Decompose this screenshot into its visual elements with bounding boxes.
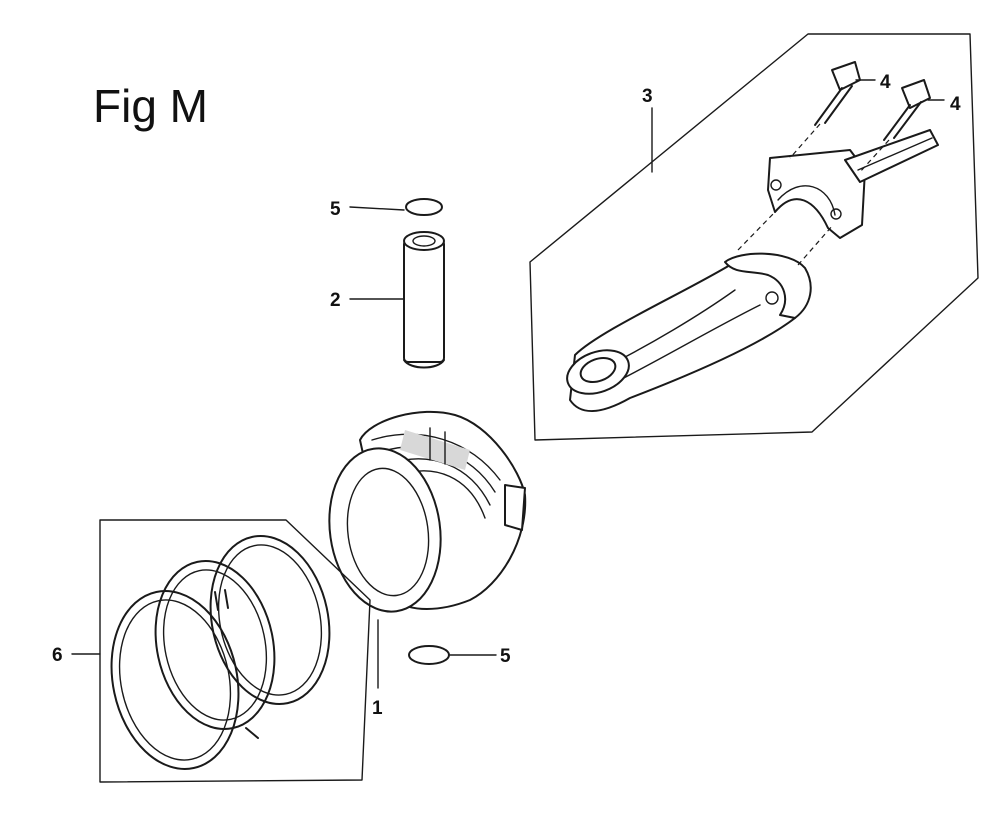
- callout-piston-pin: 2: [330, 290, 341, 311]
- piston-rings-drawing: [110, 534, 331, 770]
- pin-clip-bottom-drawing: [408, 645, 450, 665]
- leader-pin-clip-top: [349, 206, 405, 211]
- callout-pin-clip-bottom: 5: [500, 646, 511, 667]
- callout-piston: 1: [372, 698, 383, 719]
- connecting-rod-group-frame: [529, 33, 979, 441]
- callout-pin-clip-top: 5: [330, 199, 341, 220]
- piston-drawing: [328, 410, 527, 613]
- callout-connecting-rod: 3: [642, 86, 653, 107]
- callout-rod-bolt-right: 4: [950, 94, 961, 115]
- callout-rod-bolt-left: 4: [880, 72, 891, 93]
- callout-ring-set: 6: [52, 645, 63, 666]
- rod-bolt-right-drawing: [859, 79, 931, 173]
- rod-bolt-left-drawing: [789, 61, 861, 159]
- pin-clip-top-drawing: [405, 198, 443, 216]
- figure-title: Fig M: [93, 80, 208, 132]
- connecting-rod-drawing: [566, 61, 939, 412]
- ring-set-frame: [99, 519, 371, 783]
- piston-pin-drawing: [403, 231, 445, 369]
